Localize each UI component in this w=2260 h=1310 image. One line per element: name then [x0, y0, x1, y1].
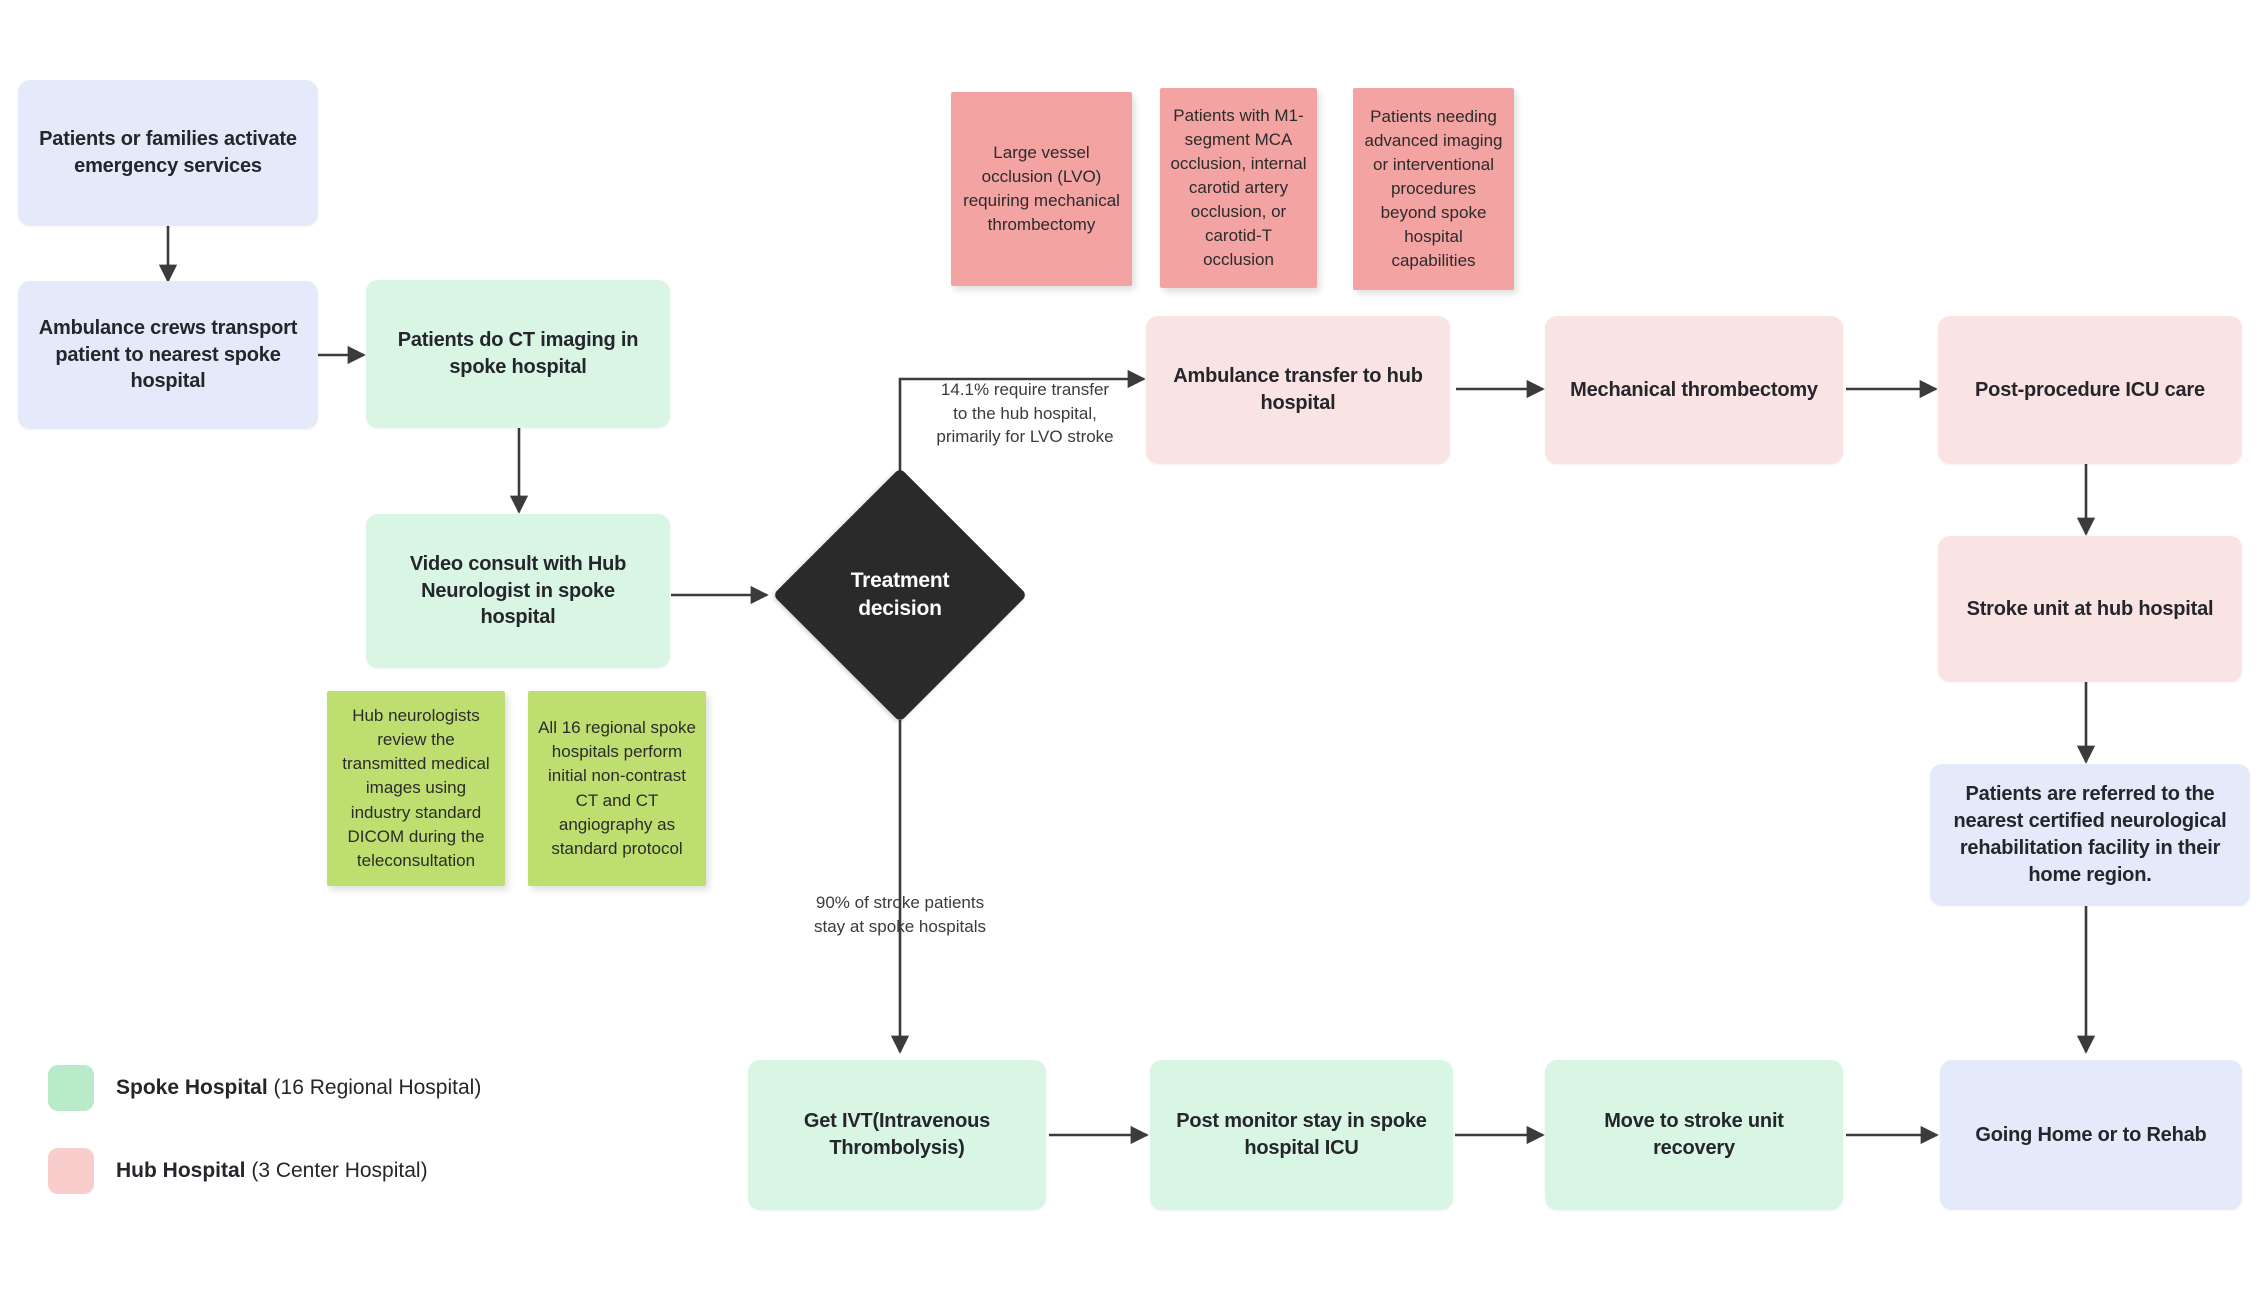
sticky-lvo: Large vessel occlusion (LVO) requiring m… [951, 92, 1132, 286]
node-label: Ambulance crews transport patient to nea… [38, 316, 298, 393]
node-label: Get IVT(Intravenous Thrombolysis) [803, 1110, 991, 1159]
legend-swatch-spoke [48, 1065, 94, 1111]
legend-label-spoke-name: Spoke Hospital [116, 1076, 268, 1099]
node-video-consult[interactable]: Video consult with Hub Neurologist in sp… [366, 514, 670, 668]
sticky-dicom-review: Hub neurologists review the transmitted … [327, 691, 505, 886]
node-label: Going Home or to Rehab [1975, 1123, 2207, 1146]
edge-label-text: 14.1% require transfer to the hub hospit… [936, 380, 1114, 447]
sticky-m1-mca: Patients with M1-segment MCA occlusion, … [1160, 88, 1317, 288]
node-get-ivt[interactable]: Get IVT(Intravenous Thrombolysis) [748, 1060, 1046, 1210]
node-label: Ambulance transfer to hub hospital [1173, 365, 1423, 414]
node-label: Patients do CT imaging in spoke hospital [397, 329, 639, 378]
node-move-stroke-unit[interactable]: Move to stroke unit recovery [1545, 1060, 1843, 1210]
node-label: Video consult with Hub Neurologist in sp… [409, 552, 627, 629]
node-label: Move to stroke unit recovery [1604, 1110, 1784, 1159]
legend-label-hub-name: Hub Hospital [116, 1159, 246, 1182]
node-post-monitor-icu[interactable]: Post monitor stay in spoke hospital ICU [1150, 1060, 1453, 1210]
legend: Spoke Hospital (16 Regional Hospital) Hu… [0, 0, 600, 1194]
node-going-home-rehab[interactable]: Going Home or to Rehab [1940, 1060, 2242, 1210]
edge-label-transfer-rate: 14.1% require transfer to the hub hospit… [930, 355, 1120, 449]
legend-label-spoke: Spoke Hospital (16 Regional Hospital) [116, 1076, 481, 1100]
sticky-text: Hub neurologists review the transmitted … [342, 706, 490, 870]
edge-label-text: 90% of stroke patients stay at spoke hos… [814, 893, 986, 936]
node-label: Stroke unit at hub hospital [1966, 597, 2214, 620]
sticky-text: Large vessel occlusion (LVO) requiring m… [963, 142, 1120, 235]
legend-label-hub-detail: (3 Center Hospital) [245, 1159, 428, 1182]
node-ambulance-transport[interactable]: Ambulance crews transport patient to nea… [18, 281, 318, 429]
node-referral-rehab[interactable]: Patients are referred to the nearest cer… [1930, 764, 2250, 906]
node-label: Mechanical thrombectomy [1570, 378, 1818, 401]
node-post-procedure-icu[interactable]: Post-procedure ICU care [1938, 316, 2242, 464]
node-label: Post monitor stay in spoke hospital ICU [1176, 1110, 1427, 1159]
legend-row-spoke: Spoke Hospital (16 Regional Hospital) [48, 1065, 481, 1111]
legend-label-hub: Hub Hospital (3 Center Hospital) [116, 1159, 428, 1183]
legend-row-hub: Hub Hospital (3 Center Hospital) [48, 1148, 428, 1194]
node-stroke-unit-hub[interactable]: Stroke unit at hub hospital [1938, 536, 2242, 682]
node-label: Treatment decision [850, 569, 950, 620]
node-label: Patients are referred to the nearest cer… [1953, 783, 2227, 886]
sticky-ct-protocol: All 16 regional spoke hospitals perform … [528, 691, 706, 886]
sticky-text: All 16 regional spoke hospitals perform … [538, 718, 696, 858]
edge-label-stay-rate: 90% of stroke patients stay at spoke hos… [800, 868, 1000, 938]
sticky-advanced-imaging: Patients needing advanced imaging or int… [1353, 88, 1514, 290]
sticky-text: Patients needing advanced imaging or int… [1364, 106, 1503, 271]
node-treatment-decision[interactable]: Treatment decision [772, 467, 1028, 723]
legend-label-spoke-detail: (16 Regional Hospital) [267, 1076, 482, 1099]
node-label: Post-procedure ICU care [1975, 378, 2205, 401]
sticky-text: Patients with M1-segment MCA occlusion, … [1170, 105, 1307, 270]
node-mechanical-thrombectomy[interactable]: Mechanical thrombectomy [1545, 316, 1843, 464]
node-ct-imaging[interactable]: Patients do CT imaging in spoke hospital [366, 280, 670, 428]
node-label: Patients or families activate emergency … [39, 128, 297, 177]
node-ambulance-transfer-hub[interactable]: Ambulance transfer to hub hospital [1146, 316, 1450, 464]
legend-swatch-hub [48, 1148, 94, 1194]
node-activate-emergency[interactable]: Patients or families activate emergency … [18, 80, 318, 226]
